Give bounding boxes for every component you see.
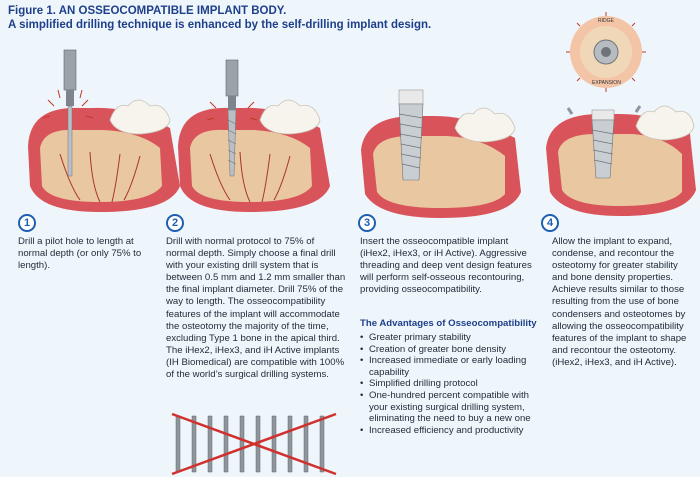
panel-4-illustration: RIDGE EXPANSION: [540, 8, 700, 220]
step-4-text: Allow the implant to expand, condense, a…: [552, 236, 687, 368]
step-3-text: Insert the osseocompatible implant (iHex…: [360, 236, 532, 296]
advantage-item: Simplified drilling protocol: [360, 378, 540, 390]
step-3-number: 3: [358, 214, 376, 232]
panel-3-illustration: [355, 80, 530, 220]
ridge-expansion-inset: [566, 12, 646, 92]
inset-label-top: RIDGE: [598, 18, 614, 24]
advantage-item: Increased efficiency and productivity: [360, 425, 540, 437]
advantage-item: One-hundred percent compatible with your…: [360, 390, 540, 425]
advantage-item: Creation of greater bone density: [360, 344, 540, 356]
advantage-item: Greater primary stability: [360, 332, 540, 344]
step-2-number: 2: [166, 214, 184, 232]
advantage-item: Increased immediate or early loading cap…: [360, 355, 540, 378]
step-4-number: 4: [541, 214, 559, 232]
step-2-text: Drill with normal protocol to 75% of nor…: [166, 236, 346, 381]
advantages-list: Greater primary stability Creation of gr…: [360, 332, 540, 436]
figure-title: Figure 1. AN OSSEOCOMPATIBLE IMPLANT BOD…: [8, 5, 287, 17]
step-1-text: Drill a pilot hole to length at normal d…: [18, 236, 142, 272]
advantages-title: The Advantages of Osseocompatibility: [360, 318, 537, 329]
figure-subtitle: A simplified drilling technique is enhan…: [8, 19, 432, 31]
step-1-number: 1: [18, 214, 36, 232]
panel-1-illustration: [20, 36, 190, 216]
inset-label-bottom: EXPANSION: [592, 80, 621, 86]
crossed-out-drills-illustration: [168, 410, 344, 476]
panel-2-illustration: [170, 36, 340, 216]
